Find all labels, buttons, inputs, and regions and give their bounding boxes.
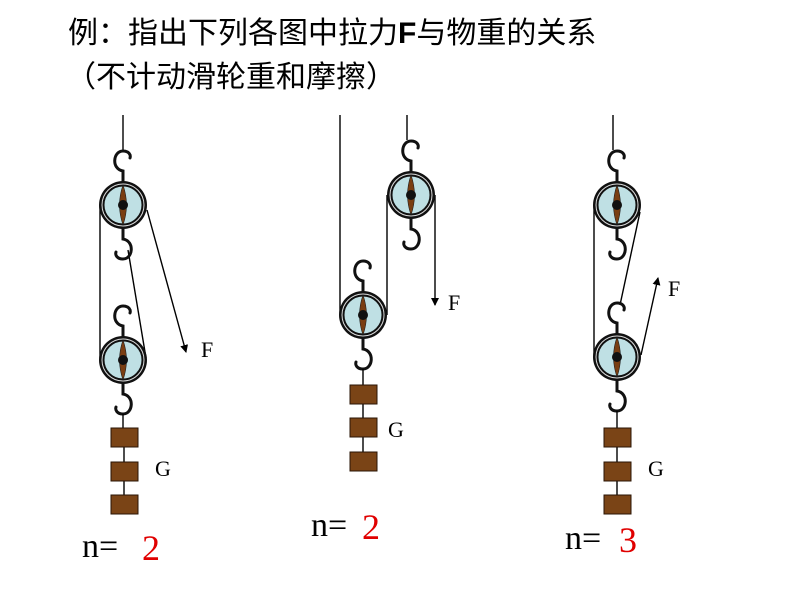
title-bold: F <box>398 17 417 50</box>
weight-label-1: G <box>155 456 171 481</box>
d1-moving-bottom-hook <box>114 382 133 416</box>
d2-top-hook <box>401 139 420 173</box>
d2-weight-block-1 <box>349 384 378 405</box>
d3-fixed-bottom-hook <box>608 227 627 261</box>
force-label-1: F <box>201 337 214 362</box>
d3-moving-bottom-hook <box>608 379 627 413</box>
d2-moving-top-hook <box>353 259 372 293</box>
d3-weight-block-2 <box>603 461 632 482</box>
d2-weight-block-3 <box>349 451 378 472</box>
pulley-groove <box>341 293 385 337</box>
d1-weight-block-3 <box>110 494 139 515</box>
d2-weight-block-2 <box>349 417 378 438</box>
d3-moving-pulley <box>593 333 641 381</box>
pulley-groove <box>595 183 639 227</box>
n-label-3: n= <box>565 520 602 557</box>
title-prefix: 例：指出下列各图中拉力 <box>68 16 398 51</box>
n-label-1: n= <box>82 528 119 565</box>
pulley-groove <box>595 335 639 379</box>
d2-moving-pulley <box>339 291 387 339</box>
pulley-axle <box>118 355 128 365</box>
d1-moving-top-hook <box>113 304 132 338</box>
n-value-2: 2 <box>362 507 380 547</box>
pulley-groove <box>101 338 145 382</box>
d1-top-hook <box>113 149 132 183</box>
d3-force-rope <box>640 277 661 356</box>
page-title: 例：指出下列各图中拉力F与物重的关系 <box>68 14 596 54</box>
pulley-axle <box>612 352 622 362</box>
d3-fixed-pulley <box>593 181 641 229</box>
d2-moving-bottom-hook <box>354 337 373 371</box>
title-suffix: 与物重的关系 <box>416 16 597 51</box>
weight-label-2: G <box>388 417 404 442</box>
d1-fixed-bottom-hook <box>114 227 133 261</box>
d1-weight-block-1 <box>110 427 139 448</box>
d1-fixed-pulley <box>99 181 147 229</box>
pulley-axle <box>118 200 128 210</box>
d3-top-hook <box>607 149 626 183</box>
n-label-2: n= <box>311 507 348 544</box>
n-value-1: 2 <box>142 528 160 568</box>
force-label-2: F <box>448 290 461 315</box>
d3-rope-middle <box>619 211 641 306</box>
d1-force-rope <box>146 209 189 353</box>
d3-weight-block-1 <box>603 427 632 448</box>
d1-rope-middle <box>127 249 147 359</box>
n-value-3: 3 <box>619 520 637 560</box>
pulley-axle <box>612 200 622 210</box>
weight-label-3: G <box>648 456 664 481</box>
pulley-groove <box>389 173 433 217</box>
d3-weight-block-3 <box>603 494 632 515</box>
d3-moving-top-hook <box>607 301 626 335</box>
d2-fixed-bottom-hook <box>402 217 421 251</box>
pulley-axle <box>358 310 368 320</box>
d1-weight-block-2 <box>110 461 139 482</box>
force-label-3: F <box>668 276 681 301</box>
pulley-axle <box>406 190 416 200</box>
pulley-groove <box>101 183 145 227</box>
page-subtitle: （不计动滑轮重和摩擦） <box>66 60 396 95</box>
d2-fixed-pulley <box>387 171 435 219</box>
d1-moving-pulley <box>99 336 147 384</box>
